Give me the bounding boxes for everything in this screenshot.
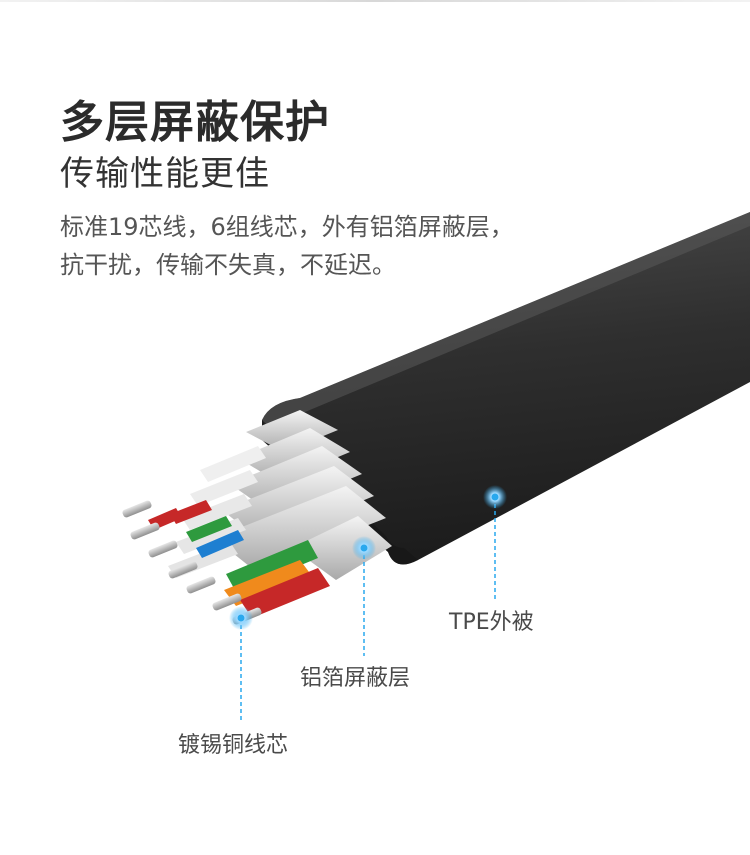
callout-foil-shield: 铝箔屏蔽层 <box>300 666 411 691</box>
foil-shield-groups <box>214 410 392 580</box>
insulated-wires <box>148 446 330 618</box>
callout-tpe-jacket: TPE外被 <box>449 610 534 635</box>
callout-leaders <box>229 485 507 722</box>
page-subtitle: 传输性能更佳 <box>60 154 270 194</box>
callout-copper-core: 镀锡铜线芯 <box>178 733 289 758</box>
description-line-2: 抗干扰，传输不失真，不延迟。 <box>60 251 396 279</box>
description-line-1: 标准19芯线，6组线芯，外有铝箔屏蔽层， <box>60 213 514 241</box>
page-title: 多层屏蔽保护 <box>60 97 330 148</box>
top-divider <box>0 0 750 2</box>
cable-jacket <box>262 212 750 565</box>
